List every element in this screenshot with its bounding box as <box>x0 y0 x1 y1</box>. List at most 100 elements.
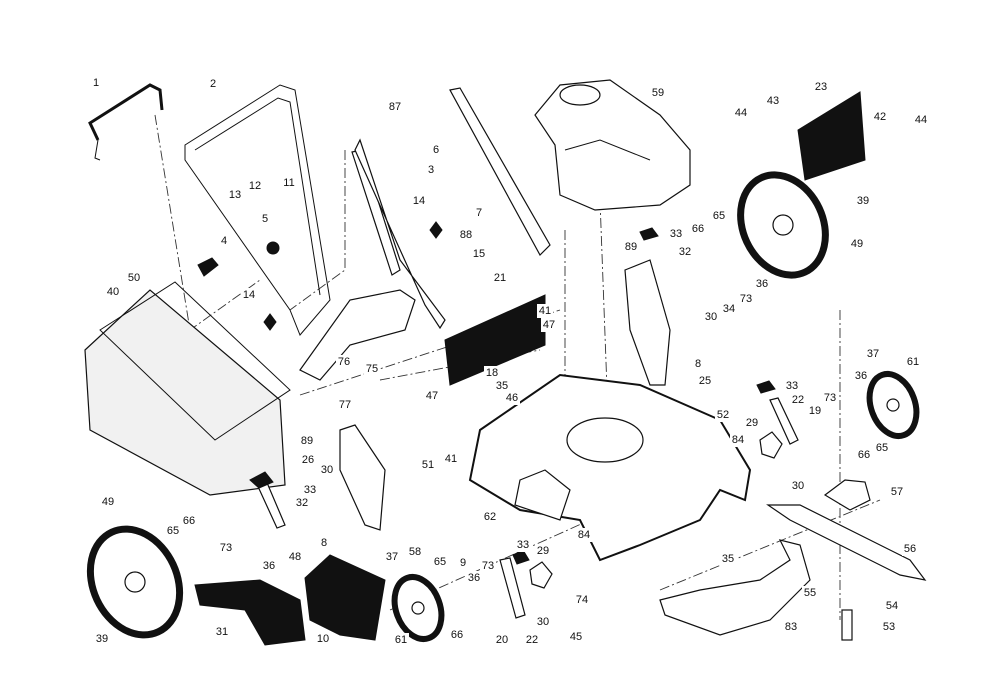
part-label-background <box>227 188 243 202</box>
part-label-background <box>541 318 557 332</box>
part-label-background <box>783 620 799 634</box>
part-number-label: 66 <box>183 515 195 527</box>
part-number-label: 37 <box>867 348 879 360</box>
part-label-background <box>802 586 818 600</box>
part-number-label: 36 <box>756 278 768 290</box>
part-number-label: 87 <box>389 101 401 113</box>
part-label-background <box>720 552 736 566</box>
part-number-label: 13 <box>229 189 241 201</box>
part-label-background <box>387 100 403 114</box>
part-label-background <box>568 630 584 644</box>
part-label-background <box>902 542 918 556</box>
part-label-background <box>738 292 754 306</box>
part-number-label: 75 <box>366 363 378 375</box>
part-number-label: 53 <box>883 621 895 633</box>
part-label-background <box>482 510 498 524</box>
part-label-background <box>515 538 531 552</box>
part-number-label: 65 <box>876 442 888 454</box>
part-number-label: 33 <box>304 484 316 496</box>
part-label-background <box>576 528 592 542</box>
part-number-label: 7 <box>476 207 482 219</box>
part-number-label: 33 <box>670 228 682 240</box>
part-number-label: 77 <box>339 399 351 411</box>
mulch-plug <box>304 554 386 641</box>
part-label-background <box>703 310 719 324</box>
part-number-label: 11 <box>283 177 294 189</box>
part-label-background <box>494 633 510 647</box>
baffle <box>659 539 811 636</box>
part-label-background <box>287 550 303 564</box>
part-label-background <box>364 362 380 376</box>
part-number-label: 52 <box>717 409 729 421</box>
part-label-background <box>697 374 713 388</box>
part-number-label: 44 <box>735 107 747 119</box>
part-label-background <box>241 288 257 302</box>
part-label-background <box>165 524 181 538</box>
part-number-label: 23 <box>815 81 827 93</box>
part-number-label: 44 <box>915 114 927 126</box>
part-number-label: 48 <box>289 551 301 563</box>
part-label-background <box>690 357 706 371</box>
part-number-label: 8 <box>321 537 327 549</box>
part-label-background <box>393 633 409 647</box>
parts-drawing <box>84 79 927 646</box>
part-number-label: 73 <box>482 560 494 572</box>
part-number-label: 73 <box>740 293 752 305</box>
blade <box>766 504 927 581</box>
part-label-background <box>471 206 487 220</box>
part-number-label: 8 <box>695 358 701 370</box>
part-number-label: 4 <box>221 235 227 247</box>
part-label-background <box>466 571 482 585</box>
part-label-background <box>257 212 273 226</box>
part-label-background <box>730 433 746 447</box>
part-number-label: 47 <box>543 319 555 331</box>
part-label-background <box>471 247 487 261</box>
part-number-label: 46 <box>506 392 518 404</box>
part-number-label: 43 <box>767 95 779 107</box>
part-label-background <box>504 391 520 405</box>
part-label-background <box>807 404 823 418</box>
part-number-label: 29 <box>537 545 549 557</box>
part-number-label: 66 <box>858 449 870 461</box>
part-number-label: 66 <box>451 629 463 641</box>
part-label-background <box>690 222 706 236</box>
side-skirt <box>194 579 306 646</box>
part-number-label: 6 <box>433 144 439 156</box>
part-number-label: 37 <box>386 551 398 563</box>
part-number-label: 14 <box>413 195 425 207</box>
part-number-label: 41 <box>539 305 551 317</box>
part-label-background <box>715 408 731 422</box>
part-number-label: 14 <box>243 289 255 301</box>
part-label-background <box>94 632 110 646</box>
part-label-background <box>218 541 234 555</box>
part-number-label: 32 <box>679 246 691 258</box>
blade-adapter <box>823 479 871 511</box>
part-label-background <box>443 452 459 466</box>
part-number-label: 57 <box>891 486 903 498</box>
part-number-label: 31 <box>216 626 228 638</box>
discharge-opening <box>514 469 571 521</box>
part-label-background <box>623 240 639 254</box>
part-number-label: 33 <box>517 539 529 551</box>
part-number-label: 10 <box>317 633 329 645</box>
part-label-background <box>281 176 297 190</box>
part-label-background <box>458 228 474 242</box>
part-label-background <box>884 599 900 613</box>
part-label-background <box>524 633 540 647</box>
part-number-label: 66 <box>692 223 704 235</box>
part-label-background <box>790 479 806 493</box>
part-number-label: 12 <box>249 180 261 192</box>
part-label-background <box>881 620 897 634</box>
part-label-background <box>849 237 865 251</box>
part-label-background <box>407 545 423 559</box>
part-label-background <box>865 347 881 361</box>
part-label-background <box>247 179 263 193</box>
part-label-background <box>315 632 331 646</box>
part-label-background <box>494 379 510 393</box>
part-label-background <box>913 113 929 127</box>
part-number-label: 89 <box>301 435 313 447</box>
part-label-background <box>492 271 508 285</box>
grass-bag-frame <box>99 281 291 441</box>
part-label-background <box>181 514 197 528</box>
